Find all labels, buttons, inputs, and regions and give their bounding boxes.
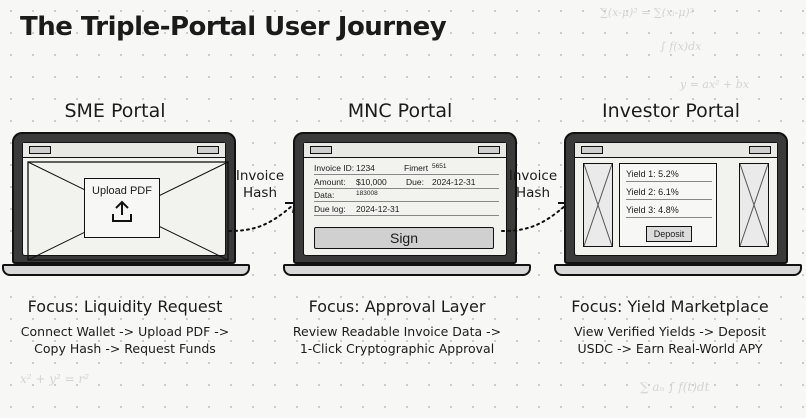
description-investor: View Verified Yields -> Deposit USDC -> …	[574, 324, 766, 356]
window-titlebar	[23, 143, 225, 158]
placeholder-cross-icon	[584, 164, 612, 246]
laptop-investor: Yield 1: 5.2% Yield 2: 6.1% Yield 3: 4.8…	[554, 132, 802, 282]
sme-display: Upload PDF	[22, 142, 229, 261]
laptop-mnc: Invoice ID: 1234 Fimert 5651 Amount: $10…	[283, 132, 531, 282]
connector-label: Invoice Hash	[508, 168, 558, 201]
side-panel-left	[583, 163, 613, 247]
invoice-details: Invoice ID: 1234 Fimert 5651 Amount: $10…	[314, 163, 499, 217]
window-titlebar	[304, 143, 506, 158]
portal-title-sme: SME Portal	[64, 100, 166, 122]
background-formula: ∑ aₙ ∫ f(t)dt	[640, 380, 710, 394]
window-control[interactable]	[29, 146, 51, 154]
window-control[interactable]	[749, 146, 771, 154]
connector-label: Invoice Hash	[235, 168, 285, 201]
yield-item[interactable]: Yield 1: 5.2%	[626, 168, 712, 182]
laptop-screen: Upload PDF	[12, 132, 236, 264]
invoice-row: Due log: 2024-12-31	[314, 204, 499, 216]
laptop-screen: Invoice ID: 1234 Fimert 5651 Amount: $10…	[293, 132, 517, 264]
background-formula: y = ax² + bx	[680, 78, 750, 91]
focus-investor: Focus: Yield Marketplace	[571, 297, 769, 316]
description-mnc: Review Readable Invoice Data -> 1-Click …	[292, 324, 502, 356]
laptop-base	[554, 264, 802, 276]
background-formula: x² + y² = r²	[20, 372, 90, 386]
focus-mnc: Focus: Approval Layer	[308, 297, 486, 316]
background-formula: ∫ f(x)dx	[660, 40, 702, 53]
description-sme: Connect Wallet -> Upload PDF -> Copy Has…	[20, 324, 230, 356]
portal-title-mnc: MNC Portal	[347, 100, 453, 122]
window-control[interactable]	[197, 146, 219, 154]
side-panel-right	[739, 163, 769, 247]
page-title: The Triple-Portal User Journey	[20, 12, 447, 42]
duelog-label: Due log:	[314, 203, 346, 214]
upload-pdf-label: Upload PDF	[92, 185, 152, 197]
amount-label: Amount:	[314, 176, 346, 187]
placeholder-cross-icon	[740, 164, 768, 246]
window-titlebar	[575, 143, 777, 158]
upload-pdf-button[interactable]: Upload PDF	[84, 178, 160, 238]
invoice-row: Invoice ID: 1234 Fimert 5651	[314, 163, 499, 175]
portal-title-investor: Investor Portal	[602, 100, 740, 122]
fimert-value: 5651	[432, 163, 447, 170]
invoice-row: Data: 183008	[314, 190, 499, 202]
laptop-screen: Yield 1: 5.2% Yield 2: 6.1% Yield 3: 4.8…	[564, 132, 788, 264]
investor-display: Yield 1: 5.2% Yield 2: 6.1% Yield 3: 4.8…	[574, 142, 778, 256]
laptop-base	[283, 264, 531, 276]
amount-value: $10,000	[356, 176, 387, 187]
yield-item[interactable]: Yield 2: 6.1%	[626, 186, 712, 200]
due-value: 2024-12-31	[432, 176, 476, 187]
sign-button[interactable]: Sign	[314, 227, 494, 249]
window-control[interactable]	[478, 146, 500, 154]
data-label: Data:	[314, 190, 335, 200]
upload-icon	[112, 200, 132, 222]
data-value: 183008	[356, 190, 378, 197]
laptop-sme: Upload PDF	[2, 132, 250, 282]
invoice-id-value: 1234	[356, 163, 375, 173]
mnc-display: Invoice ID: 1234 Fimert 5651 Amount: $10…	[303, 142, 507, 256]
invoice-id-label: Invoice ID:	[314, 163, 355, 173]
background-formula: ∑(x-μ)² = ∑(xᵢ-μ)²	[600, 6, 695, 19]
focus-sme: Focus: Liquidity Request	[27, 297, 223, 316]
deposit-button[interactable]: Deposit	[646, 226, 692, 242]
fimert-label: Fimert	[404, 163, 429, 173]
due-label: Due:	[406, 176, 424, 187]
duelog-value: 2024-12-31	[356, 203, 400, 214]
yield-list: Yield 1: 5.2% Yield 2: 6.1% Yield 3: 4.8…	[619, 163, 717, 247]
window-control[interactable]	[581, 146, 603, 154]
window-control[interactable]	[310, 146, 332, 154]
invoice-row: Amount: $10,000 Due: 2024-12-31	[314, 177, 499, 189]
laptop-base	[2, 264, 250, 276]
yield-item[interactable]: Yield 3: 4.8%	[626, 204, 712, 218]
